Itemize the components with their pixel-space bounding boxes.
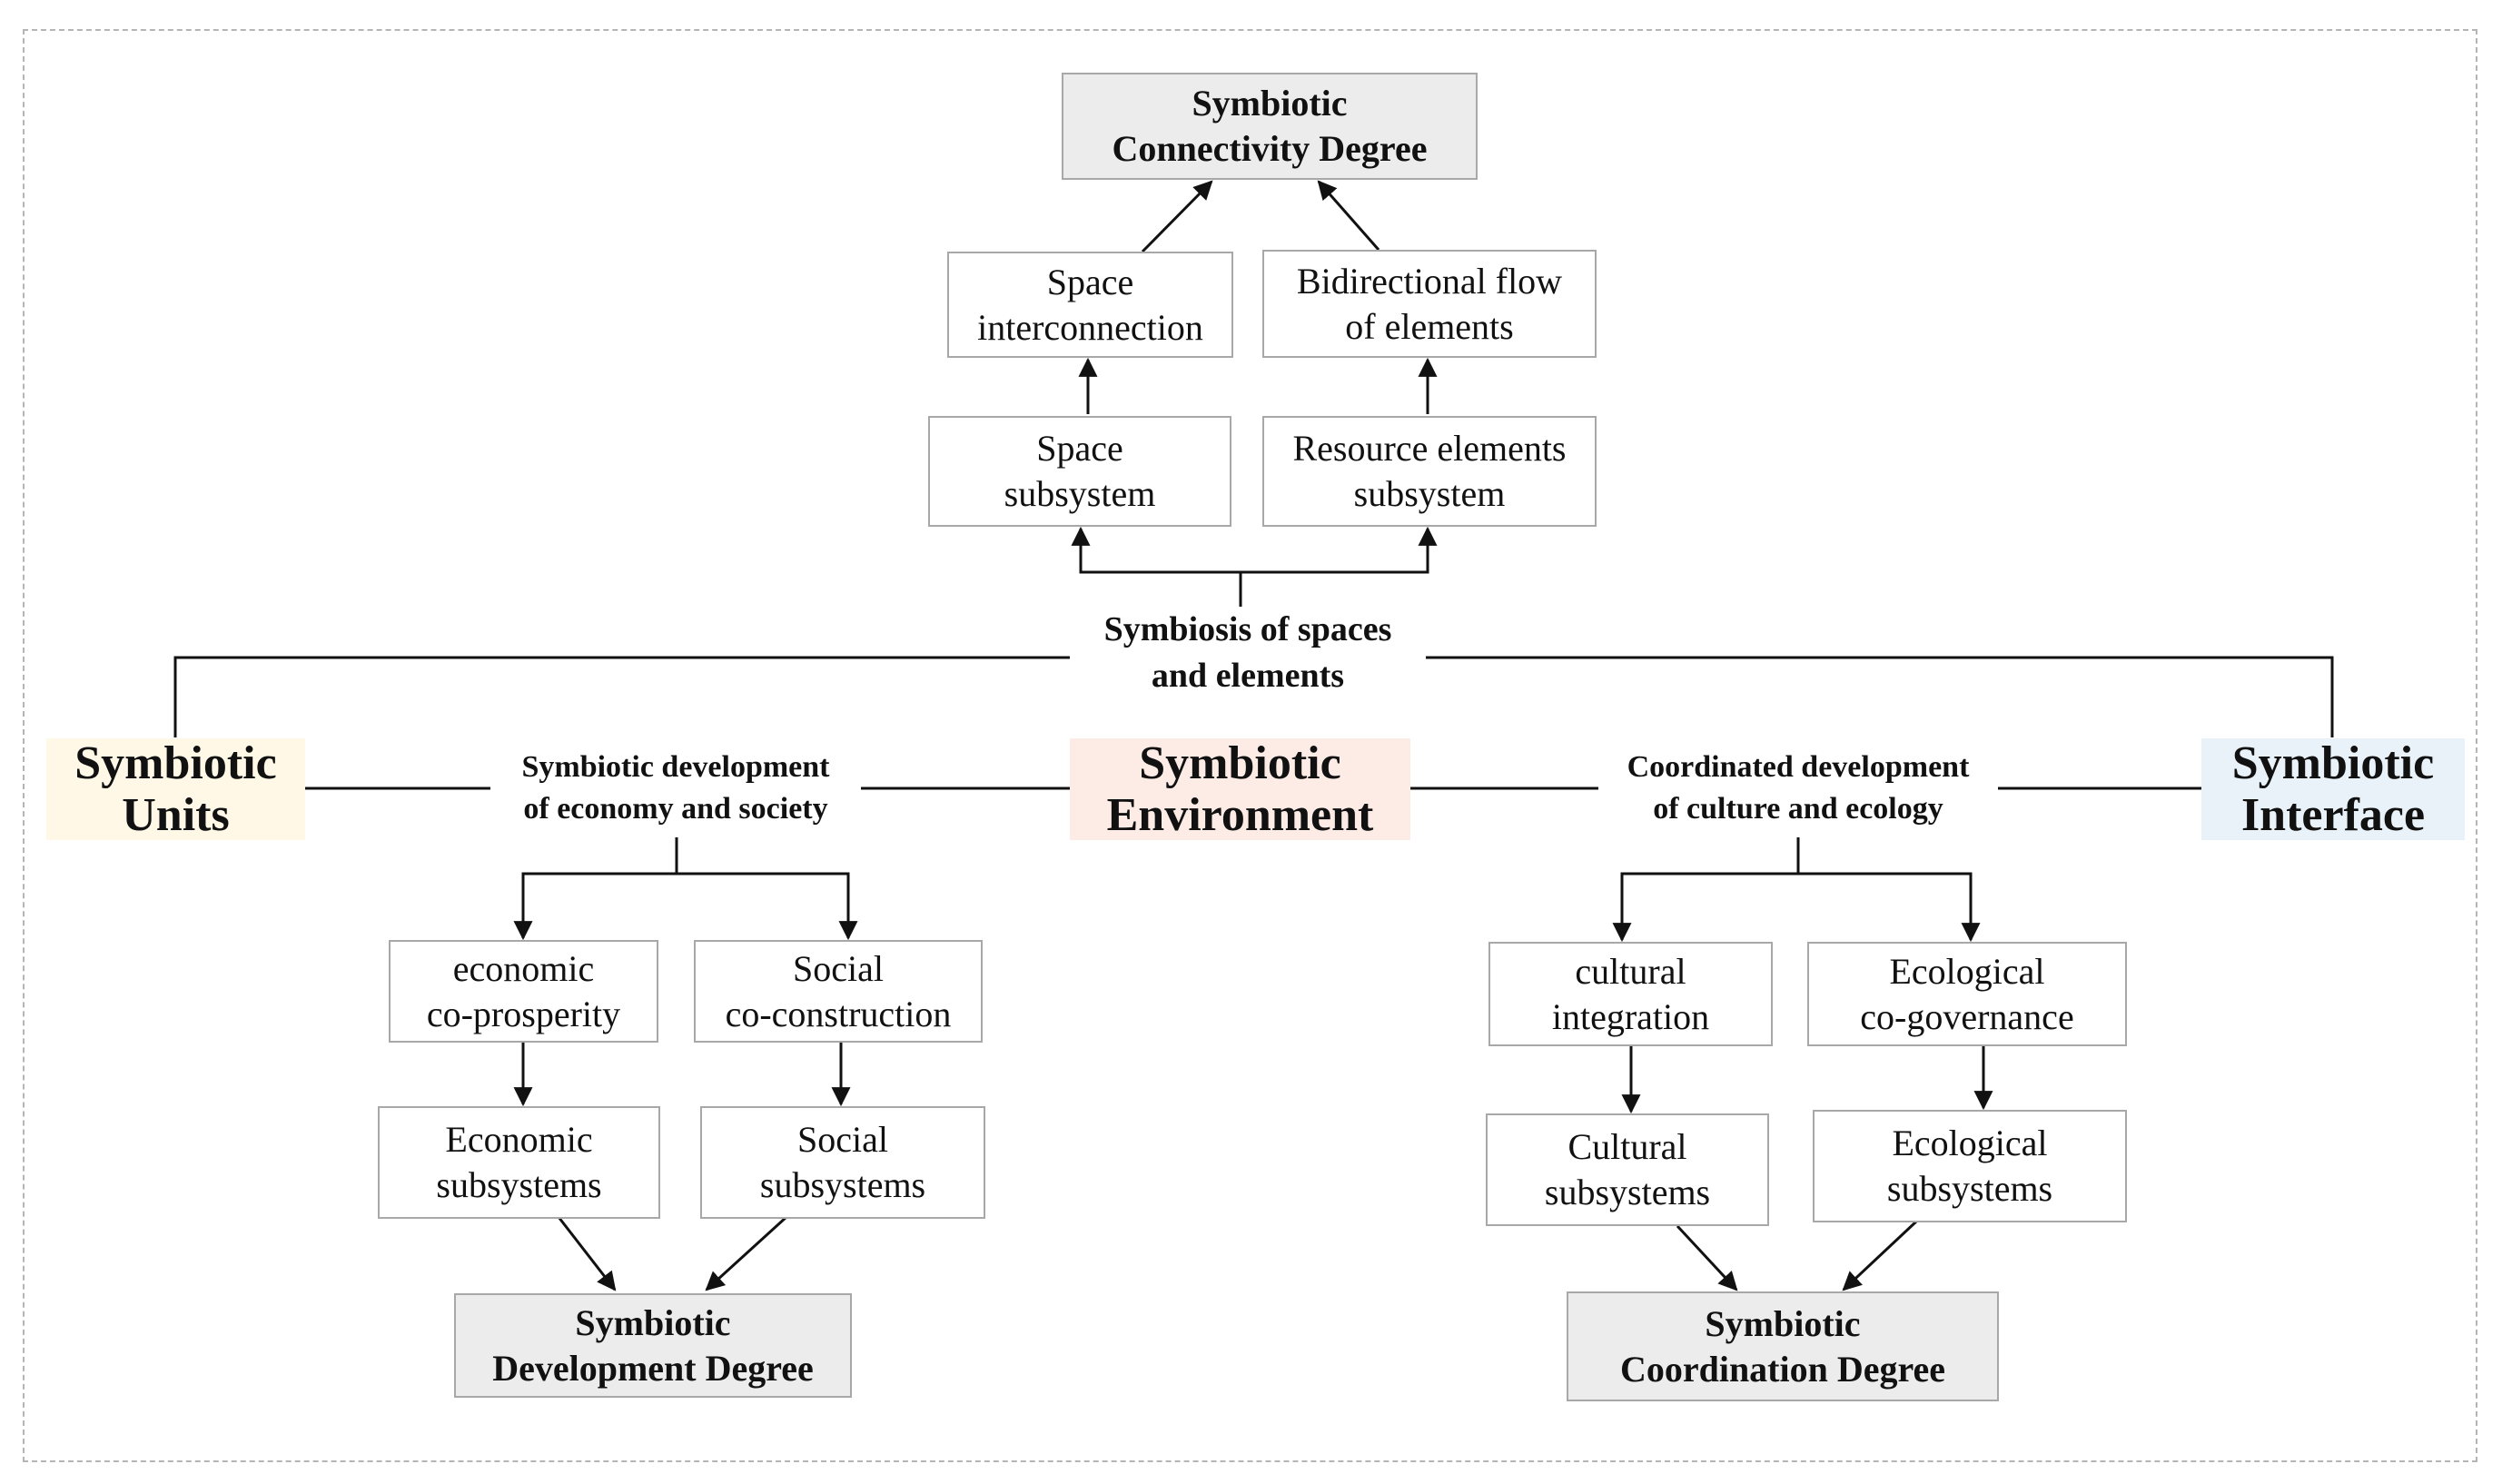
arrow-cultural-to-coordination (1676, 1224, 1738, 1291)
node-economic-subsystems: Economic subsystems (378, 1106, 660, 1219)
node-symbiotic-interface: Symbiotic Interface (2201, 737, 2465, 841)
arrow-to-space-subsystem (1071, 526, 1241, 574)
node-symbiotic-environment: Symbiotic Environment (1070, 737, 1410, 841)
arrow-to-ecological-cogovernance (1798, 872, 1981, 943)
node-social-subsystems: Social subsystems (700, 1106, 985, 1219)
node-space-subsystem: Space subsystem (928, 416, 1231, 527)
label-symbiosis-spaces-elements: Symbiosis of spaces and elements (1070, 607, 1426, 700)
node-space-interconnection: Space interconnection (947, 252, 1233, 358)
arrow-interconnection-to-connectivity (1141, 180, 1213, 253)
arrow-ecological-to-coordination (1842, 1220, 1918, 1291)
node-cultural-integration: cultural integration (1488, 942, 1773, 1046)
node-ecological-subsystems: Ecological subsystems (1813, 1110, 2127, 1222)
arrow-to-resource-subsystem (1241, 526, 1438, 574)
node-symbiotic-units: Symbiotic Units (46, 737, 305, 841)
node-connectivity-degree: Symbiotic Connectivity Degree (1062, 73, 1478, 180)
label-economy-society: Symbiotic development of economy and soc… (490, 747, 861, 830)
node-bidirectional-flow: Bidirectional flow of elements (1262, 250, 1597, 358)
arrow-to-social-coconstruction (677, 872, 858, 941)
line-left-bracket (173, 656, 1070, 737)
diagram-frame (23, 29, 2477, 1462)
node-cultural-subsystems: Cultural subsystems (1486, 1113, 1769, 1226)
node-economic-coprosperity: economic co-prosperity (389, 940, 658, 1043)
label-culture-ecology: Coordinated development of culture and e… (1598, 747, 1998, 830)
node-ecological-cogovernance: Ecological co-governance (1807, 942, 2127, 1046)
node-social-coconstruction: Social co-construction (694, 940, 983, 1043)
node-resource-subsystem: Resource elements subsystem (1262, 416, 1597, 527)
arrow-social-to-development (705, 1215, 788, 1291)
node-development-degree: Symbiotic Development Degree (454, 1293, 852, 1398)
arrow-economic-to-development (557, 1216, 617, 1291)
arrow-flow-to-connectivity (1317, 180, 1380, 251)
node-coordination-degree: Symbiotic Coordination Degree (1567, 1291, 1999, 1401)
line-right-bracket (1426, 656, 2334, 737)
arrow-to-cultural-integration (1612, 872, 1798, 943)
arrow-to-economic-coprosperity (513, 872, 677, 941)
